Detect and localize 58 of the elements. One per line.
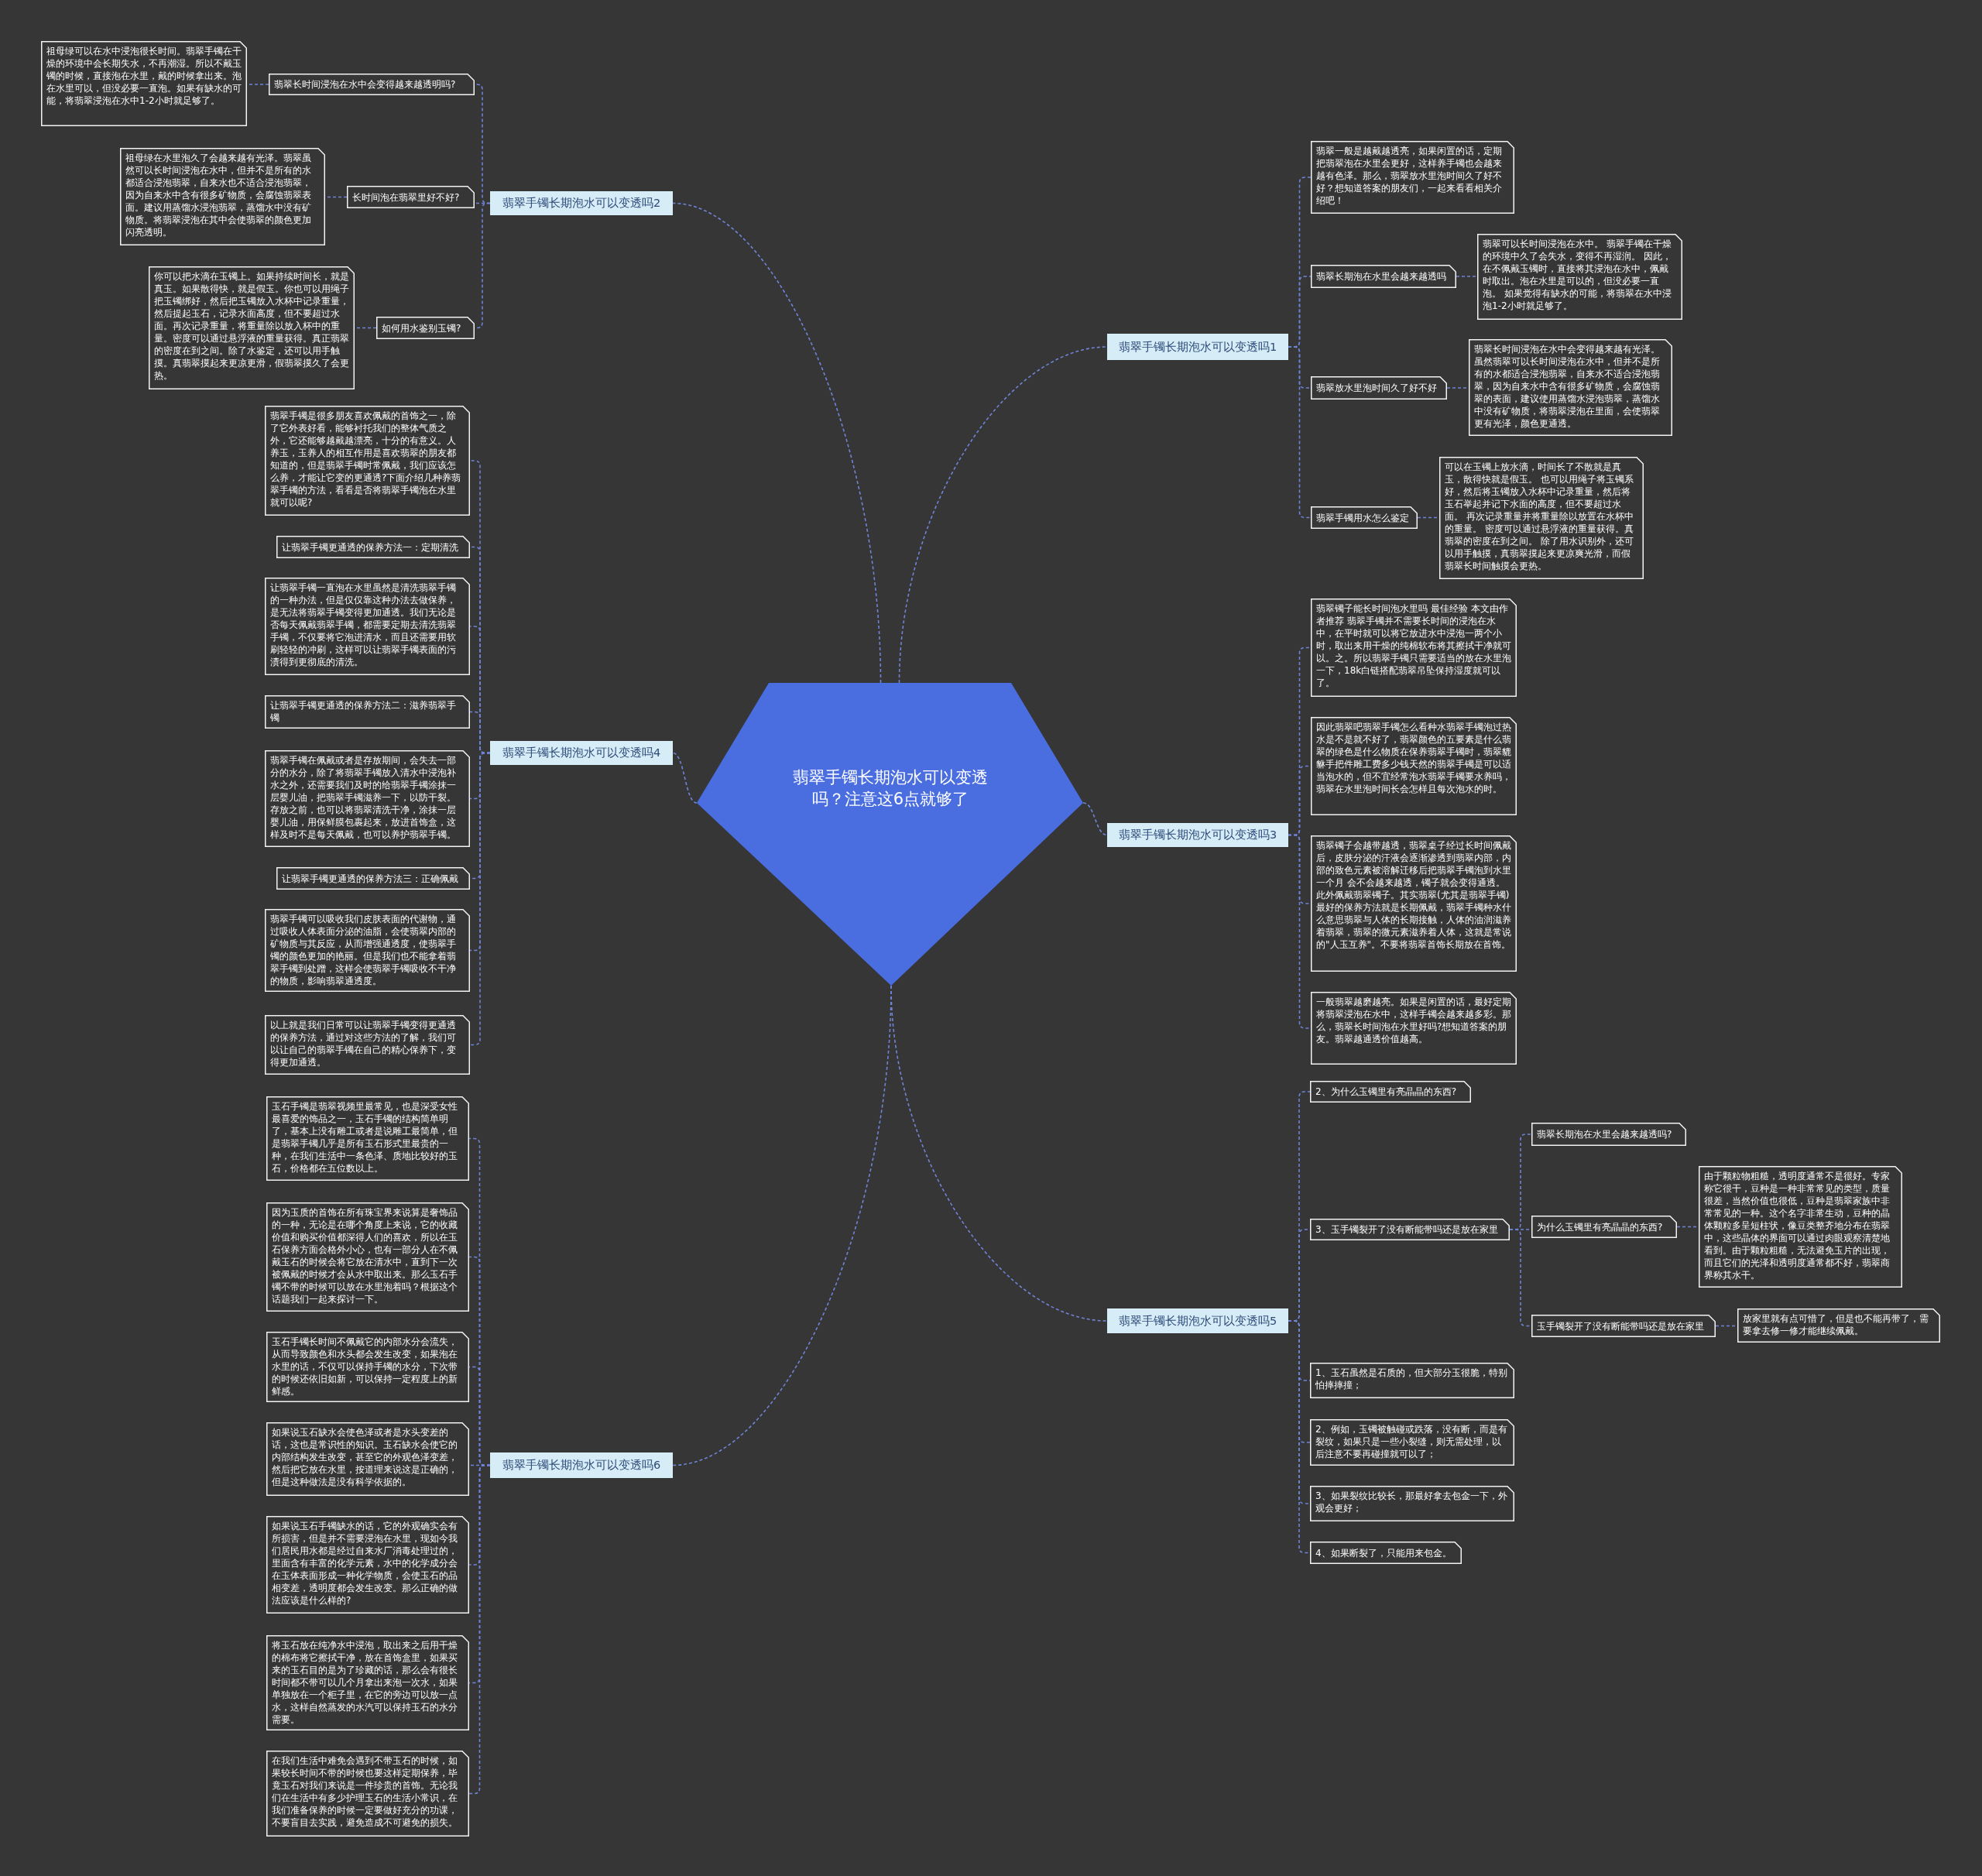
connector	[672, 985, 892, 1466]
central-topic: 翡翠手镯长期泡水可以变透吗？注意这6点就够了	[697, 683, 1083, 986]
note-box: 你可以把水滴在玉镯上。如果持续时间长，就是真玉。如果散得快，就是假玉。你也可以用绳子把玉镯绑好，然后把玉镯放入水杯中记录重量，然后提起玉石，记录水面高度，但不要超过水面。再次记录重量，将重量除以放入杯中的重量。密度可以通过悬浮液的重量获得。真正翡翠的密度在到之间。除了水鉴定，还可以用手触摸。真翡翠摸起来更凉更滑，假翡翠摸久了会更热。	[149, 266, 355, 389]
subtopic-box: 让翡翠手镯更通透的保养方法一：定期清洗	[276, 536, 470, 558]
note-box: 如果说玉石手镯缺水的话，它的外观确实会有所损害，但是并不需要浸泡在水里，现如今我们居民用水都是经过自来水厂消毒处理过的，里面含有丰富的化学元素，水中的化学成分会在玉体表面形成一种化学物质，会使玉石的品相变差，透明度都会发生改变。那么正确的做法应该是什么样的?	[266, 1516, 469, 1614]
note-box: 一般翡翠越磨越亮。如果是闲置的话，最好定期将翡翠浸泡在水中，这样手镯会越来越多彩。那么，翡翠长时间泡在水里好吗?想知道答案的朋友。翡翠越通透价值越高。	[1311, 992, 1517, 1065]
note-box: 祖母绿在水里泡久了会越来越有光泽。翡翠虽然可以长时间浸泡在水中，但并不是所有的水都适合浸泡翡翠，自来水也不适合浸泡翡翠，因为自来水中含有很多矿物质，会腐蚀翡翠表面。建议用蒸馏水浸泡翡翠，蒸馏水中没有矿物质。将翡翠浸泡在其中会使翡翠的颜色更加闪亮透明。	[120, 148, 325, 245]
note-box: 由于颗粒物粗糙，透明度通常不是很好。专家称它很干，豆种是一种非常常见的类型，质量很差，当然价值也很低，豆种是翡翠家族中非常常见的一种。这个名字非常生动，豆种的晶体颗粒多呈短柱状，像豆类整齐地分布在翡翠中，这些晶体的界面可以通过肉眼观察清楚地看到。由于颗粒粗糙，无法避免玉片的出现，而且它们的光泽和透明度通常都不好，翡翠商界称其水干。	[1699, 1166, 1902, 1288]
note-box: 因为玉质的首饰在所有珠宝界来说算是奢饰品的一种，无论是在哪个角度上来说，它的收藏价值和购买价值都深得人们的喜欢，所以在玉石保养方面会格外小心，也有一部分人在不佩戴玉石的时候会将它放在清水中，直到下一次被佩戴的时候才会从水中取出来。那么玉石手镯不带的时候可以放在水里泡着吗？根据这个话题我们一起来探讨一下。	[266, 1202, 469, 1312]
subtopic-box: 翡翠长期泡在水里会越来越透吗?	[1531, 1123, 1686, 1146]
branch-topic: 翡翠手镯长期泡水可以变透吗1	[1107, 334, 1288, 360]
note-box: 翡翠长时间浸泡在水中会变得越来越有光泽。虽然翡翠可以长时间浸泡在水中，但并不是所有的水都适合浸泡翡翠，自来水不适合浸泡翡翠，因为自来水中含有很多矿物质，会腐蚀翡翠的表面，建议使用蒸馏水浸泡翡翠，蒸馏水中没有矿物质，将翡翠浸泡在里面，会使翡翠更有光泽，颜色更通透。	[1469, 339, 1672, 436]
branch-topic: 翡翠手镯长期泡水可以变透吗4	[490, 741, 673, 765]
note-box: 将玉石放在纯净水中浸泡，取出来之后用干燥的棉布将它擦拭干净，放在首饰盒里，如果买来的玉石目的是为了珍藏的话，那么会有很长时间都不带可以几个月拿出来泡一次水，如果单独放在一个柜子里，在它的旁边可以放一点水，这样自然蒸发的水汽可以保持玉石的水分需要。	[266, 1635, 469, 1730]
note-box: 2、例如，玉镯被触碰或跌落，没有断，而是有裂纹，如果只是一些小裂缝，则无需处理，以后注意不要再碰撞就可以了；	[1310, 1419, 1514, 1466]
subtopic-box: 翡翠手镯用水怎么鉴定	[1311, 506, 1418, 529]
note-box: 1、玉石虽然是石质的，但大部分玉很脆，特别怕摔摔撞；	[1310, 1363, 1514, 1398]
subtopic-box: 翡翠长时间浸泡在水中会变得越来越透明吗?	[269, 74, 475, 95]
note-box: 玉石手镯是翡翠视频里最常见，也是深受女性最喜爱的饰品之一，玉石手镯的结构简单明了，基本上没有雕工或者是说雕工最简单，但是翡翠手镯几乎是所有玉石形式里最贵的一种，在我们生活中一条色泽、质地比较好的玉石，价格都在五位数以上。	[266, 1096, 469, 1181]
subtopic-box: 翡翠放水里泡时间久了好不好	[1311, 376, 1447, 400]
connector	[1456, 276, 1478, 277]
note-box: 3、如果裂纹比较长，那最好拿去包金一下，外观会更好；	[1310, 1486, 1514, 1521]
note-box: 祖母绿可以在水中浸泡很长时间。翡翠手镯在干燥的环境中会长期失水，不再潮湿。所以不戴玉镯的时候，直接泡在水里，戴的时候拿出来。泡在水里可以，但没必要一直泡。如果有缺水的可能，将翡翠浸泡在水中1-2小时就足够了。	[41, 41, 247, 126]
note-box: 玉石手镯长时间不佩戴它的内部水分会流失，从而导致颜色和水头都会发生改变，如果泡在水里的话，不仅可以保持手镯的水分，下次带的时候还依旧如新，可以保持一定程度上的新鲜感。	[266, 1332, 469, 1402]
connector	[1288, 346, 1312, 519]
branch-topic: 翡翠手镯长期泡水可以变透吗3	[1107, 823, 1288, 847]
note-box: 以上就是我们日常可以让翡翠手镯变得更通透的保养方法，通过对这些方法的了解，我们可以让自己的翡翠手镯在自己的精心保养下，变得更加通透。	[265, 1015, 470, 1075]
connector	[468, 1464, 491, 1795]
connector	[1082, 802, 1108, 836]
note-box: 翡翠手镯在佩戴或者是存放期间，会失去一部分的水分，除了将翡翠手镯放入清水中浸泡补水之外，还需要我们及时的给翡翠手镯涂抹一层婴儿油，把翡翠手镯滋养一下，以防干裂。存放之前，也可以将翡翠清洗干净，涂抹一层婴儿油，用保鲜膜包裹起来，放进首饰盒，这样及时不是每天佩戴，也可以养护翡翠手镯。	[265, 750, 470, 847]
note-box: 因此翡翠吧翡翠手镯怎么看种水翡翠手镯泡过热水是不是就不好了，翡翠颜色的五要素是什么翡翠的绿色是什么物质在保养翡翠手镯时，翡翠貔貅手把件雕工费多少钱天然的翡翠手镯是可以适当泡水的，但不宜经常泡水翡翠手镯要水养吗，翡翠在水里泡时间长会怎样且每次泡水的时。	[1311, 717, 1517, 815]
note-box: 在我们生活中难免会遇到不带玉石的时候，如果较长时间不带的时候也要这样定期保养，毕竟玉石对我们来说是一件珍贵的首饰。无论我们在生活中有多少护理玉石的生活小常识，在我们准备保养的时候一定要做好充分的功课，不要盲目去实践，避免造成不可避免的损失。	[266, 1751, 469, 1837]
connector	[672, 202, 882, 684]
note-box: 让翡翠手镯一直泡在水里虽然是清洗翡翠手镯的一种办法，但是仅仅靠这种办法去做保养，是无法将翡翠手镯变得更加通透。我们无论是否每天佩戴翡翠手镯，都需要定期去清洗翡翠手镯，不仅要将它泡进清水，而且还需要用软刷轻轻的冲刷，这样可以让翡翠手镯表面的污渍得到更彻底的清洗。	[265, 578, 470, 675]
note-box: 翡翠镯子能长时间泡水里吗 最佳经验 本文由作者推荐 翡翠手镯并不需要长时间的浸泡在水中，在平时就可以将它放进水中浸泡一两个小时，取出来用干燥的纯棉软布将其擦拭干净就可以。之。所以翡翠手镯只需要适当的放在水里泡一下，18k白链搭配翡翠吊坠保持湿度就可以了。	[1311, 598, 1517, 697]
branch-topic: 翡翠手镯长期泡水可以变透吗6	[490, 1452, 673, 1478]
subtopic-box: 为什么玉镯里有亮晶晶的东西?	[1531, 1216, 1677, 1238]
connector	[898, 346, 1108, 684]
branch-topic: 翡翠手镯长期泡水可以变透吗2	[490, 191, 673, 215]
note-box: 翡翠可以长时间浸泡在水中。 翡翠手镯在干燥的环境中久了会失水，变得不再湿润。 因此，在不佩戴玉镯时，直接将其浸泡在水中，佩戴时取出。泡在水里是可以的，但没必要一直泡。 如果觉得有缺水的可能，将翡翠在水中浸泡1-2小时就足够了。	[1477, 234, 1682, 320]
note-box: 放家里就有点可惜了，但是也不能再带了，需要拿去修一修才能继续佩戴。	[1737, 1308, 1940, 1343]
note-box: 让翡翠手镯更通透的保养方法二：滋养翡翠手镯	[265, 695, 470, 729]
subtopic-box: 让翡翠手镯更通透的保养方法三：正确佩戴	[276, 867, 470, 890]
branch-topic: 翡翠手镯长期泡水可以变透吗5	[1107, 1308, 1288, 1333]
note-box: 翡翠一般是越戴越透亮，如果闲置的话，定期把翡翠泡在水里会更好，这样养手镯也会越来越有色泽。那么，翡翠放水里泡时间久了好不好？想知道答案的朋友们，一起来看看相关介绍吧！	[1311, 141, 1514, 214]
note-box: 如果说玉石缺水会使色泽或者是水头变差的话，这也是常识性的知识。玉石缺水会使它的内部结构发生改变，甚至它的外观色泽变差，然后把它放在水里，按道理来说这是正确的，但是这种做法是没有科学依据的。	[266, 1422, 469, 1496]
note-box: 翡翠手镯是很多朋友喜欢佩戴的首饰之一，除了它外表好看，能够衬托我们的整体气质之外，它还能够越戴越漂亮，十分的有意义。人养玉，玉养人的相互作用是喜欢翡翠的朋友都知道的，但是翡翠手镯时常佩戴，我们应该怎么养，才能让它变的更通透?下面介绍几种养翡翠手镯的方法，看看是否将翡翠手镯泡在水里就可以呢?	[265, 406, 470, 516]
note-box: 翡翠镯子会越带越透，翡翠桌子经过长时间佩戴后，皮肤分泌的汗液会逐渐渗透到翡翠内部，内部的致色元素被溶解迁移后把翡翠手镯泡到水里一个月 会不会越来越透，镯子就会变得通透。此外佩戴翡翠镯子。其实翡翠(尤其是翡翠手镯)最好的保养方法就是长期佩戴，翡翠手镯种水什么意思翡翠与人体的长期接触，人体的油润滋养着翡翠，翡翠的微元素滋养着人体，这就是常说的"人玉互养"。不要将翡翠首饰长期放在首饰。	[1311, 835, 1517, 972]
note-box: 翡翠手镯可以吸收我们皮肤表面的代谢物，通过吸收人体表面分泌的油脂，会使翡翠内部的矿物质与其反应，从而增强通透度，使翡翠手镯的颜色更加的艳丽。但是我们也不能拿着翡翠手镯到处蹭，这样会使翡翠手镯吸收不干净的物质，影响翡翠通透度。	[265, 909, 470, 992]
note-box: 可以在玉镯上放水滴，时间长了不散就是真玉，散得快就是假玉。 也可以用绳子将玉镯系好，然后将玉镯放入水杯中记录重量，然后将玉石举起并记下水面的高度，但不要超过水面。 再次记录重量并将重量除以放置在水杯中的重量。 密度可以通过悬浮液的重量获得。真翡翠的密度在到之间。 除了用水识别外，还可以用手触摸，真翡翠摸起来更凉爽光滑，而假翡翠长时间触摸会更热。	[1439, 457, 1644, 579]
connector	[672, 752, 698, 804]
subtopic-box: 4、如果断裂了，只能用来包金。	[1310, 1542, 1462, 1564]
subtopic-box: 长时间泡在翡翠里好不好?	[347, 186, 475, 208]
subtopic-box: 3、玉手镯裂开了没有断能带吗还是放在家里	[1310, 1219, 1510, 1240]
subtopic-box: 如何用水鉴别玉镯?	[376, 317, 475, 339]
subtopic-box: 2、为什么玉镯里有亮晶晶的东西?	[1310, 1081, 1471, 1103]
subtopic-box: 翡翠长期泡在水里会越来越透吗	[1311, 265, 1456, 288]
subtopic-box: 玉手镯裂开了没有断能带吗还是放在家里	[1531, 1315, 1716, 1337]
